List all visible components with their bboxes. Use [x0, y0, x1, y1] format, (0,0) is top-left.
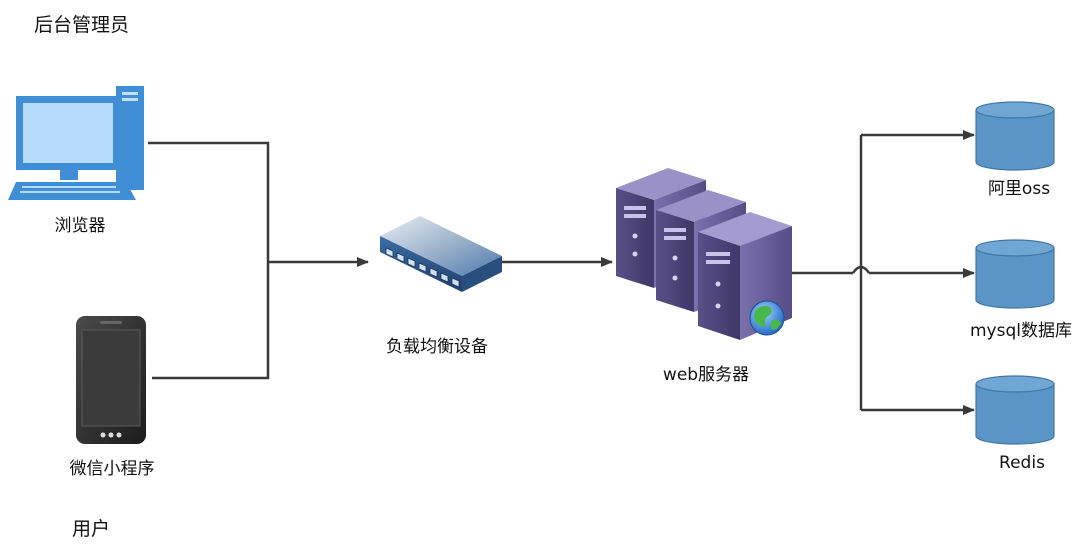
user-label: 用户 — [72, 518, 111, 540]
database-cylinder-icon — [975, 375, 1055, 445]
mysql-label: mysql数据库 — [970, 321, 1072, 341]
smartphone-icon — [76, 316, 146, 444]
admin-label: 后台管理员 — [34, 14, 130, 36]
redis-label: Redis — [999, 453, 1045, 473]
web-server-label: web服务器 — [662, 365, 750, 385]
browser-connector — [148, 141, 270, 380]
aliyun-oss-label: 阿里oss — [987, 179, 1051, 199]
globe-icon — [749, 300, 785, 336]
connector-lines — [148, 130, 975, 415]
load-balancer-label: 负载均衡设备 — [386, 337, 488, 357]
browser-label: 浏览器 — [54, 216, 106, 236]
database-cylinder-icon — [975, 239, 1055, 309]
miniprogram-label: 微信小程序 — [69, 459, 155, 479]
desktop-computer-icon — [8, 86, 144, 200]
database-cylinder-icon — [975, 101, 1055, 171]
network-switch-icon — [380, 216, 502, 292]
server-stack-icon — [616, 168, 792, 340]
